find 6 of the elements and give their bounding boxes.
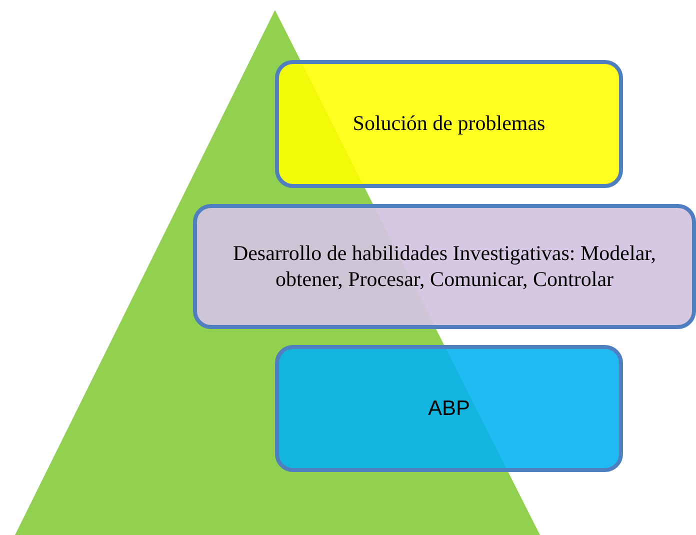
- level-label: Solución de problemas: [352, 111, 546, 137]
- level-label: ABP: [426, 396, 472, 422]
- level-box: [275, 345, 623, 472]
- level-label: Desarrollo de habilidades Investigativas: Modelar, obtener, Procesar, Comunicar, Controlar: [232, 241, 658, 292]
- level-box: [193, 204, 696, 329]
- level-box: [275, 60, 623, 188]
